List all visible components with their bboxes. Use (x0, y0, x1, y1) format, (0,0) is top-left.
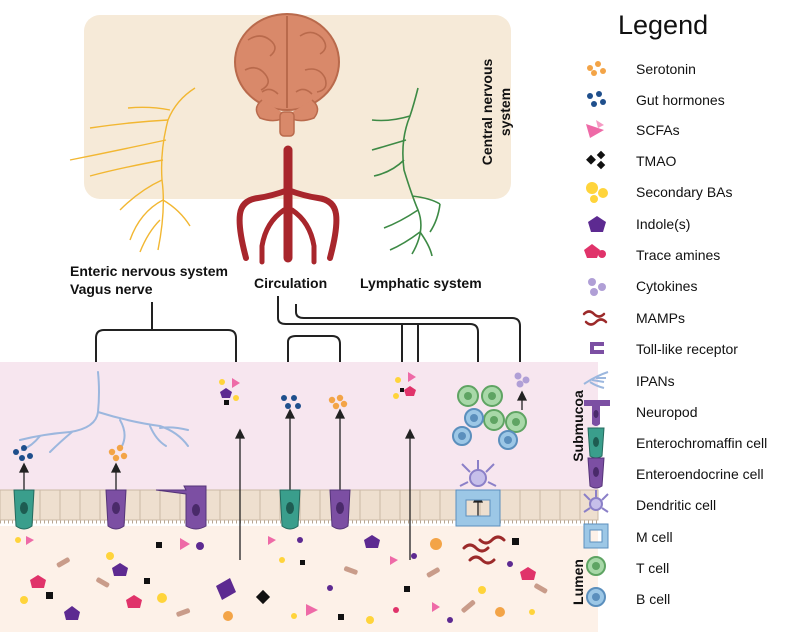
serotonin-icon (587, 61, 606, 76)
enteric-label-line1: Enteric nervous system (70, 263, 228, 279)
secretion-arrows (18, 390, 528, 560)
brain-illustration (234, 13, 340, 137)
legend-item-neuropod: Neuropod (636, 404, 698, 420)
t-cell (457, 385, 479, 407)
legend-item-ipans: IPANs (636, 373, 675, 389)
legend-item-indole: Indole(s) (636, 216, 691, 232)
lumen-label: Lumen (570, 559, 586, 605)
vagus-nerve-illustration (69, 87, 196, 253)
submucosa-label: Submucoa (570, 390, 586, 462)
tmao-icon (586, 150, 606, 170)
legend-item-secondary-bas: Secondary BAs (636, 184, 733, 200)
mamps-icon (582, 310, 608, 326)
scfas-icon (586, 120, 604, 138)
cytokines-icon (588, 278, 606, 296)
legend-item-t-cell: T cell (636, 560, 670, 576)
gut-hormones-cluster (13, 395, 301, 461)
secondary-bas-icon (586, 182, 608, 203)
circulation-label: Circulation (254, 275, 328, 291)
t-cell (483, 409, 505, 431)
connector-lines (95, 296, 521, 362)
t-cell (481, 385, 503, 407)
trace-amines-icon (584, 244, 606, 258)
enterochromaffin-cell (279, 489, 301, 530)
enteric-nervous-system-label: Enteric nervous system Vagus nerve (70, 262, 228, 298)
legend-item-scfas: SCFAs (636, 122, 680, 138)
legend-item-b-cell: B cell (636, 591, 671, 607)
t-cell-icon (586, 556, 606, 576)
cns-label: Central nervous system (479, 58, 513, 166)
enteroendocrine-cell (105, 489, 127, 530)
legend-item-toll-like-receptor: Toll-like receptor (636, 341, 738, 357)
enterochromaffin-cell-icon (587, 427, 605, 459)
dendritic-cell (459, 460, 497, 487)
enterochromaffin-cell (13, 489, 35, 530)
neuropod-icon (584, 400, 610, 426)
legend-item-m-cell: M cell (636, 529, 673, 545)
legend-item-enteroendocrine-cell: Enteroendocrine cell (636, 466, 764, 482)
b-cell (464, 408, 484, 428)
legend-item-enterochromaffin-cell: Enterochromaffin cell (636, 435, 768, 451)
enteric-label-line2: Vagus nerve (70, 281, 153, 297)
legend-item-dendritic-cell: Dendritic cell (636, 497, 717, 513)
mixed-metabolites-cluster (219, 372, 416, 405)
neuropod-cell (155, 485, 207, 530)
b-cell (452, 426, 472, 446)
legend-icons (582, 61, 610, 607)
legend-item-tmao: TMAO (636, 153, 677, 169)
legend-item-cytokines: Cytokines (636, 278, 698, 294)
cytokine-cluster (514, 372, 530, 388)
lymphatic-system-label: Lymphatic system (360, 275, 482, 291)
b-cell (498, 430, 518, 450)
m-cell-icon (583, 523, 609, 549)
toll-like-receptor-icon (590, 342, 604, 354)
dendritic-cell-icon (583, 490, 609, 513)
legend-item-gut-hormones: Gut hormones (636, 92, 725, 108)
legend-title: Legend (618, 10, 709, 40)
enteroendocrine-cell-icon (587, 457, 605, 489)
circulation-artery (236, 145, 340, 265)
lymphatic-vessels-illustration (371, 87, 441, 257)
gut-hormones-icon (587, 91, 606, 107)
serotonin-cluster (108, 394, 348, 462)
lumen-microbiome (15, 535, 548, 624)
m-cell (455, 489, 501, 527)
indole-icon (588, 216, 606, 232)
legend-item-mamps: MAMPs (636, 310, 685, 326)
legend-item-trace-amines: Trace amines (636, 247, 721, 263)
mamps-lumen (462, 535, 506, 565)
legend-item-serotonin: Serotonin (636, 61, 696, 77)
b-cell-icon (586, 587, 606, 607)
ipan-nerve (19, 371, 189, 453)
enteroendocrine-cell (329, 489, 351, 530)
ipans-icon (583, 371, 609, 389)
t-cell (505, 411, 527, 433)
